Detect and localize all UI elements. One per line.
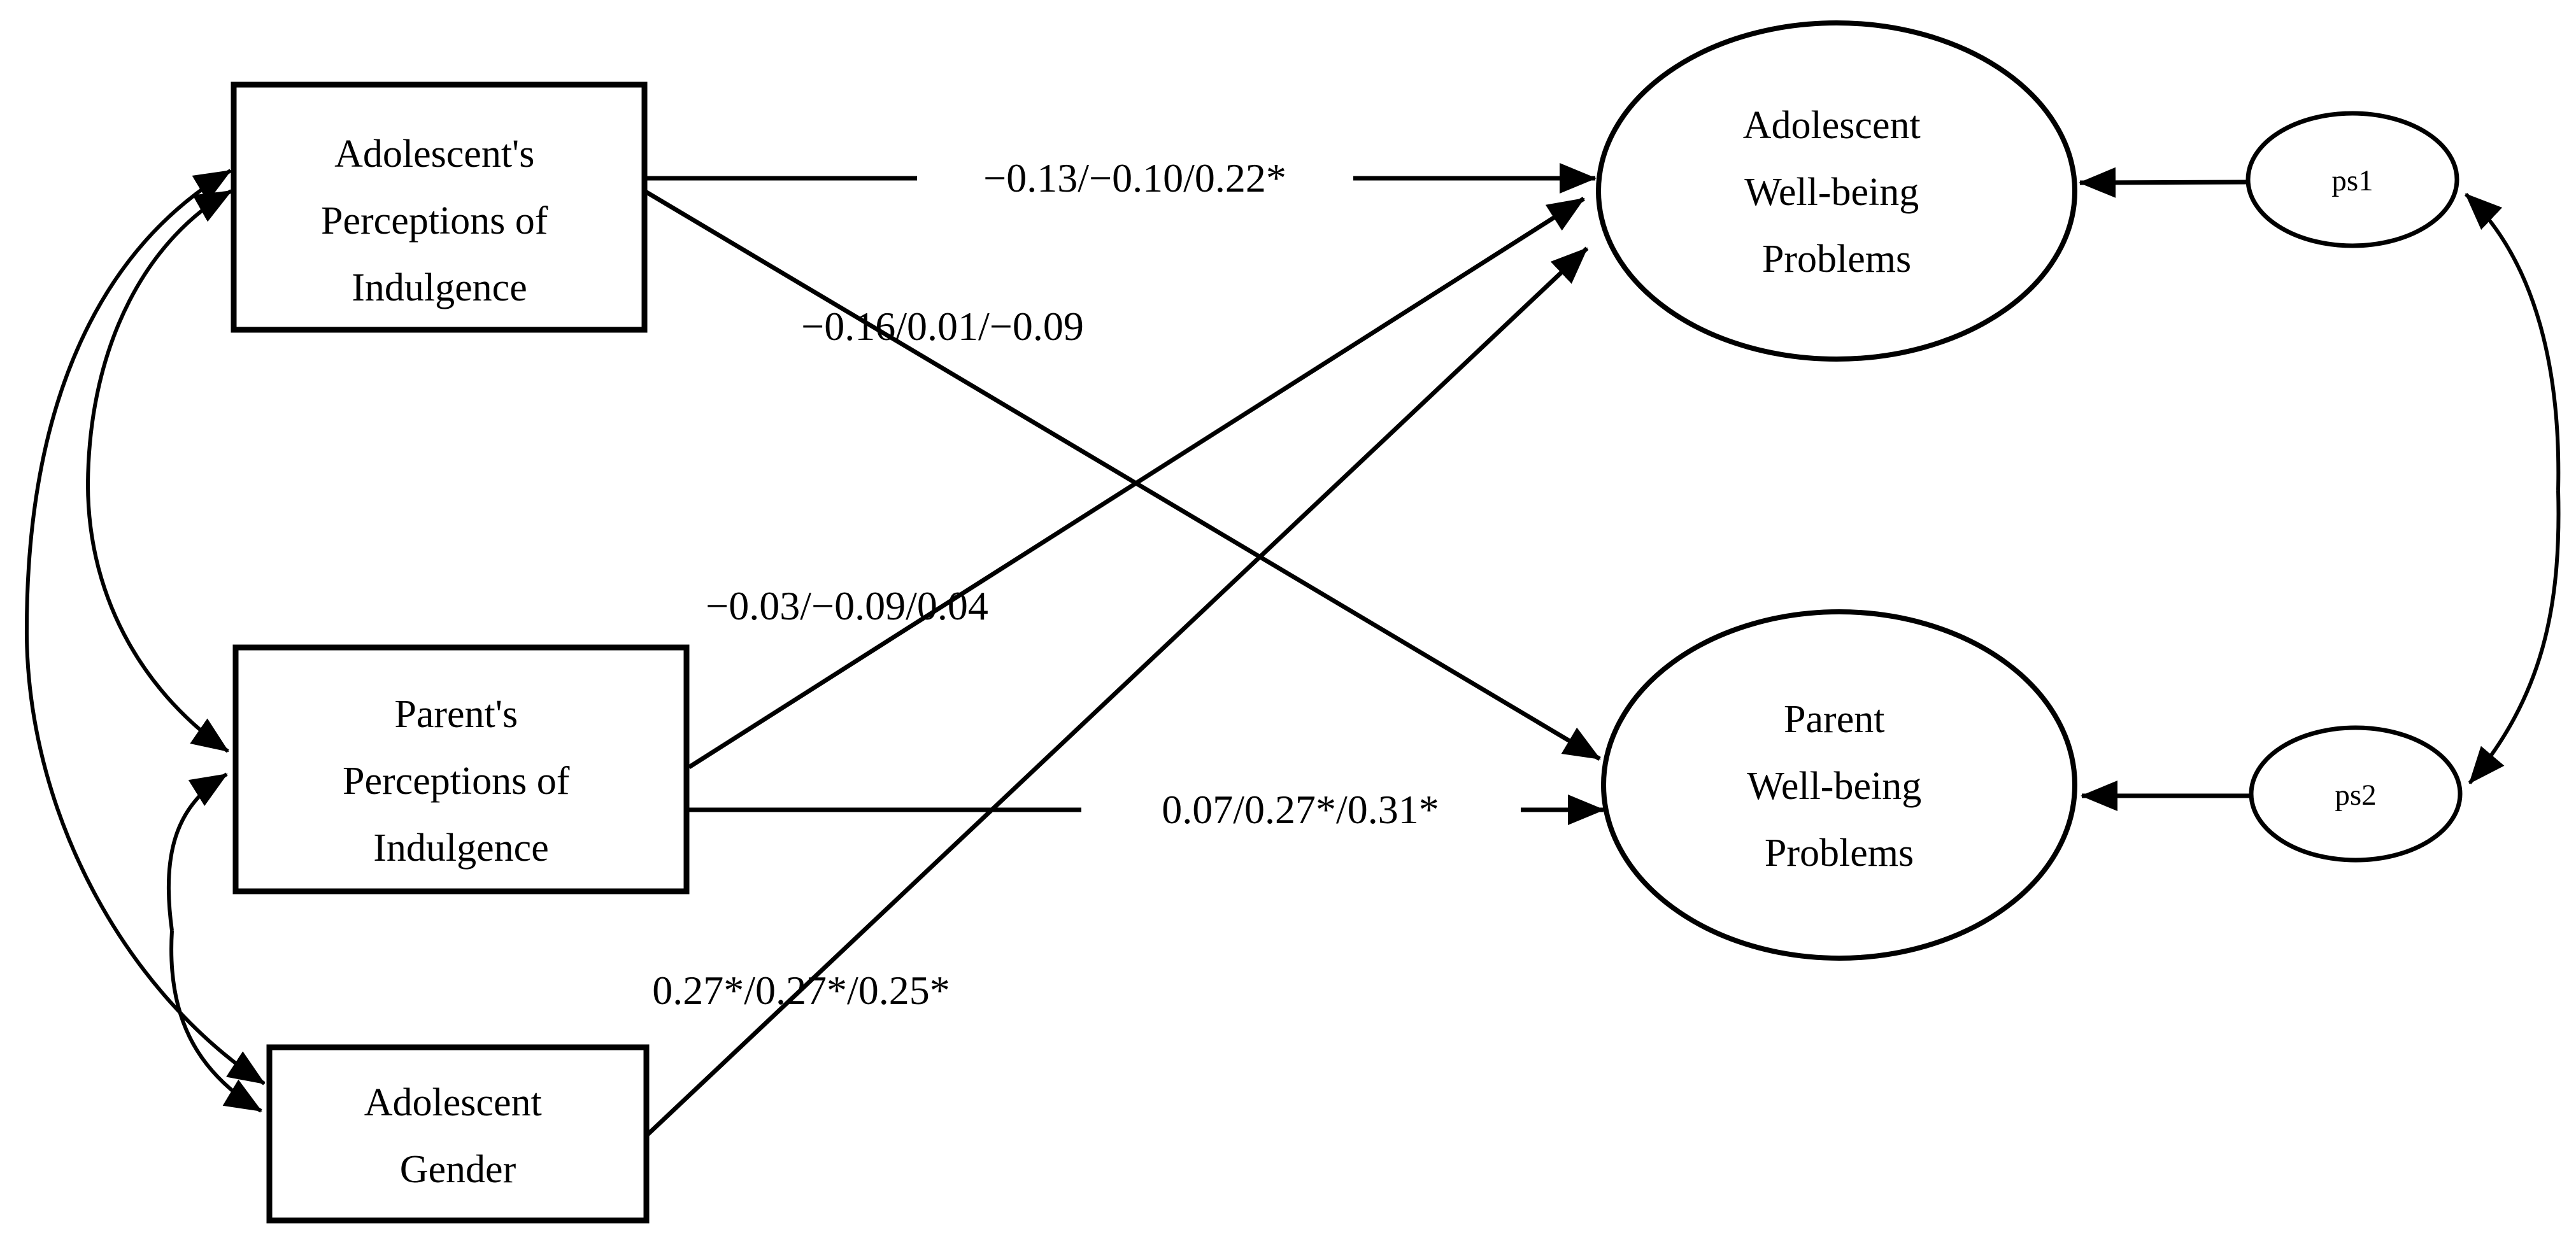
coefficient-pp-to-awb: −0.03/−0.09/0.04 — [706, 583, 988, 628]
ellipse-parent-wellbeing-problems — [1601, 609, 2077, 961]
path-pp-to-awb — [688, 197, 1585, 769]
ellipse-ps2 — [2249, 725, 2463, 863]
covariance-ap-gender-lower-half — [25, 636, 266, 1085]
box-adolescent-perceptions-label: Adolescent's Perceptions of Indulgence — [321, 132, 558, 309]
box-adolescent-gender-label: Adolescent Gender — [364, 1081, 551, 1191]
coefficient-gender-to-awb: 0.27*/0.27*/0.25* — [652, 968, 950, 1013]
coefficient-ap-to-awb: −0.13/−0.10/0.22* — [983, 155, 1286, 201]
covariance-ps1-ps2-upper-half — [2464, 192, 2561, 491]
covariance-ps1-ps2-lower-half — [2468, 490, 2561, 784]
covariance-pp-gender-lower-half — [169, 930, 262, 1113]
box-parent-perceptions-label: Parent's Perceptions of Indulgence — [343, 693, 580, 870]
box-parent-perceptions-of-indulgence — [232, 644, 690, 894]
box-adolescent-perceptions-of-indulgence — [231, 81, 648, 333]
ellipse-ps1 — [2245, 111, 2459, 248]
box-adolescent-gender — [266, 1044, 650, 1224]
path-ps1-to-awb — [2079, 167, 2247, 198]
coefficient-ap-to-pwb: −0.16/0.01/−0.09 — [801, 304, 1084, 349]
ps2-label: ps2 — [2335, 779, 2376, 812]
ellipse-parent-wellbeing-label: Parent Well-being Problems — [1747, 698, 1931, 875]
path-gender-to-awb — [646, 246, 1589, 1136]
ellipse-adolescent-wellbeing-label: Adolescent Well-being Problems — [1743, 104, 1930, 281]
coefficient-pp-to-pwb: 0.07/0.27*/0.31* — [1162, 787, 1439, 832]
covariance-pp-gender-upper-half — [166, 772, 228, 931]
covariance-ap-pp-lower-half — [86, 483, 229, 753]
covariance-ap-pp-upper-half — [86, 189, 232, 484]
ellipse-adolescent-wellbeing-problems — [1596, 20, 2077, 362]
covariance-ap-gender-upper-half — [24, 169, 232, 637]
path-ap-to-pwb — [643, 188, 1601, 761]
ps1-label: ps1 — [2331, 164, 2373, 197]
